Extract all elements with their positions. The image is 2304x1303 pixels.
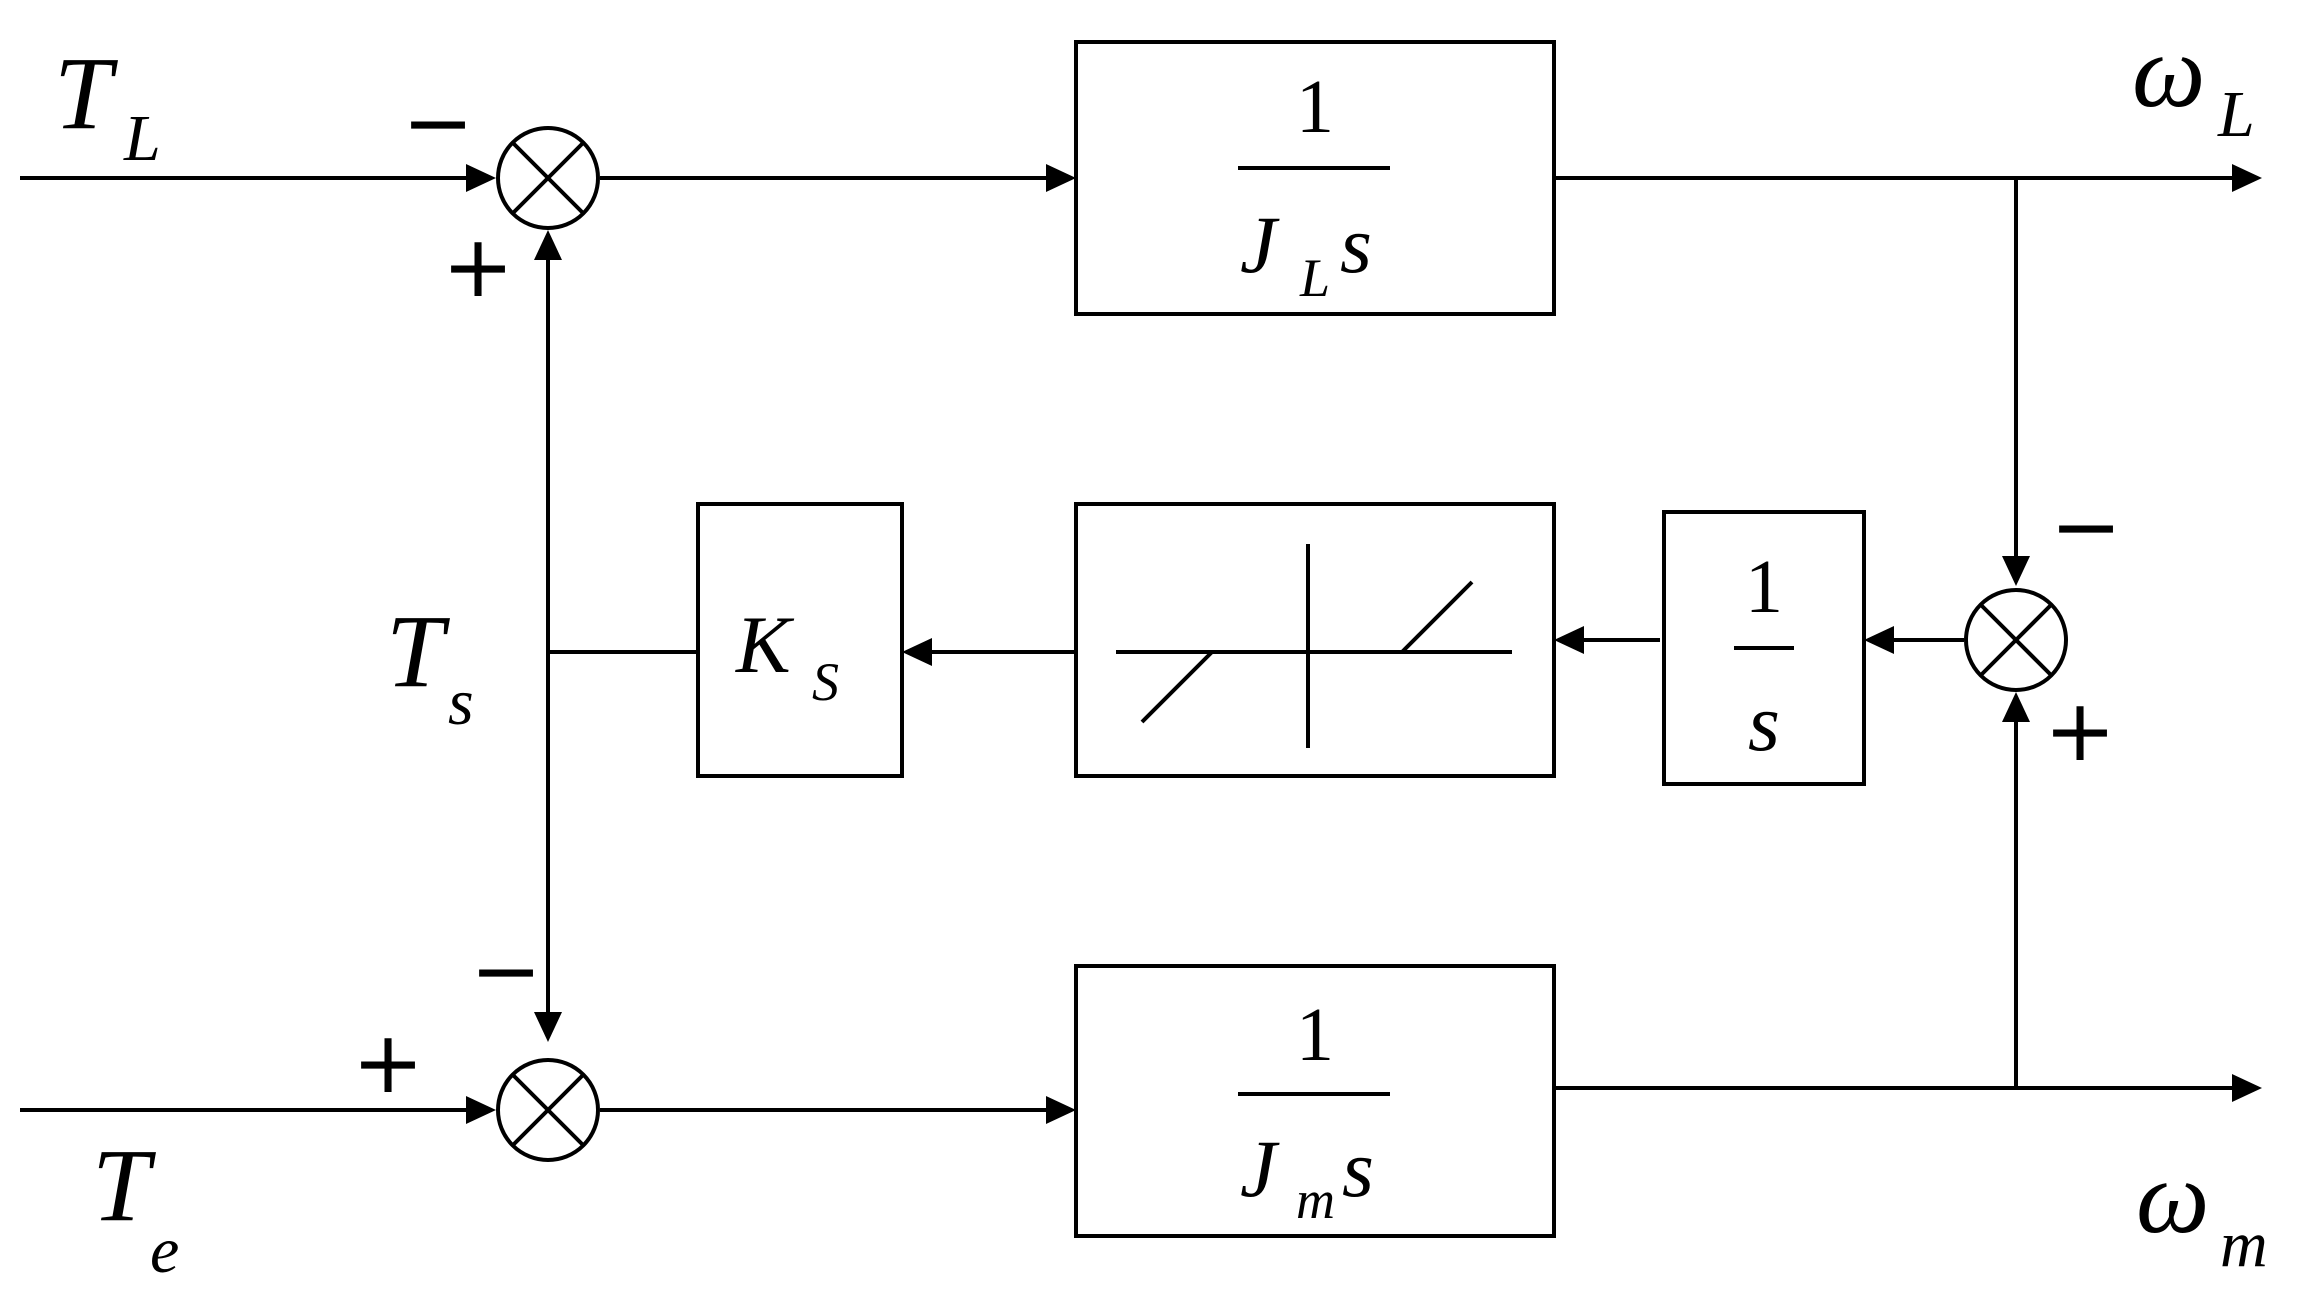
arrowhead-motor-block-input	[1046, 1096, 1076, 1124]
label-omegaL-sub: L	[2217, 78, 2255, 151]
load-inertia-denominator-main: J	[1240, 199, 1280, 290]
motor-inertia-denominator-main: J	[1240, 1123, 1280, 1214]
sign-right-sum-bottom: +	[2044, 681, 2116, 781]
deadzone-block	[1074, 502, 1556, 778]
arrowhead-deadzone-input	[1554, 626, 1584, 654]
top-summing-junction	[496, 126, 600, 230]
arrowhead-right-sum-top	[2002, 556, 2030, 586]
arrowhead-load-block-input	[1046, 164, 1076, 192]
motor-inertia-denominator-s: s	[1342, 1123, 1374, 1214]
label-Ts: T s	[386, 594, 474, 739]
motor-inertia-numerator: 1	[1296, 993, 1334, 1077]
arrowhead-integrator-input	[1864, 626, 1894, 654]
label-Te-main: T	[92, 1128, 156, 1243]
deadzone-left-slope	[1140, 650, 1214, 724]
load-inertia-denominator-sub: L	[1299, 248, 1330, 308]
label-omegam: ω m	[2136, 1140, 2268, 1281]
integrator-block: 1 s	[1662, 510, 1866, 786]
label-Te: T e	[92, 1128, 179, 1287]
stiffness-gain-main: K	[735, 599, 795, 690]
load-inertia-denominator-s: s	[1340, 199, 1372, 290]
deadzone-right-slope	[1400, 580, 1474, 654]
arrowhead-top-sum-bottom	[534, 230, 562, 260]
arrowhead-omegam-output	[2232, 1074, 2262, 1102]
label-omegam-sub: m	[2220, 1208, 2268, 1281]
bottom-summing-junction	[496, 1058, 600, 1162]
sign-top-sum-bottom: +	[442, 217, 514, 317]
arrowhead-ks-input	[902, 638, 932, 666]
arrowhead-right-sum-bottom	[2002, 692, 2030, 722]
label-Ts-main: T	[386, 594, 450, 709]
sign-bottom-sum-top: −	[470, 921, 542, 1021]
arrowhead-top-sum-left	[466, 164, 496, 192]
motor-inertia-block: 1 J m s	[1074, 964, 1556, 1238]
stiffness-gain-block: K S	[696, 502, 904, 778]
load-inertia-numerator: 1	[1296, 65, 1334, 149]
integrator-numerator: 1	[1745, 545, 1783, 629]
label-Ts-sub: s	[448, 666, 474, 739]
label-omegaL-main: ω	[2132, 14, 2205, 129]
label-TL-sub: L	[123, 102, 161, 175]
label-TL-main: T	[54, 36, 118, 151]
load-inertia-block: 1 J L s	[1074, 40, 1556, 316]
right-summing-junction	[1964, 588, 2068, 692]
integrator-denominator: s	[1748, 677, 1780, 768]
sign-bottom-sum-left: +	[352, 1013, 424, 1113]
motor-inertia-denominator-sub: m	[1296, 1170, 1335, 1230]
stiffness-gain-sub: S	[812, 652, 839, 712]
arrowhead-bottom-sum-left	[466, 1096, 496, 1124]
arrowhead-omegaL-output	[2232, 164, 2262, 192]
sign-right-sum-top: −	[2050, 477, 2122, 577]
label-TL: T L	[54, 36, 161, 175]
label-Te-sub: e	[150, 1214, 179, 1287]
label-omegaL: ω L	[2132, 14, 2255, 151]
sign-top-sum-left: −	[402, 73, 474, 173]
label-omegam-main: ω	[2136, 1140, 2209, 1255]
arrowhead-bottom-sum-top	[534, 1012, 562, 1042]
